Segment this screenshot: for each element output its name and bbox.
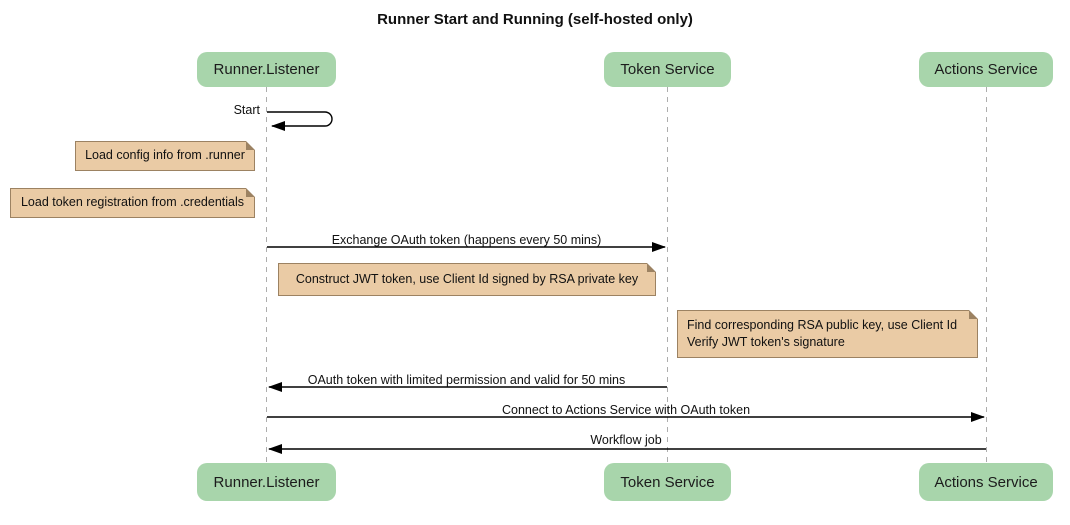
participant-top-actions-service: Actions Service — [919, 52, 1053, 87]
participant-label: Token Service — [620, 61, 715, 78]
arrow-self-start — [267, 111, 333, 131]
note-fold-corner-icon — [246, 141, 255, 150]
message-label-start: Start — [233, 103, 260, 117]
participant-label: Runner.Listener — [213, 473, 320, 491]
participant-top-runner-listener: Runner.Listener — [197, 52, 336, 87]
participant-label: Token Service — [620, 473, 715, 491]
participant-top-token-service: Token Service — [604, 52, 731, 87]
note-fold-corner-icon — [969, 310, 978, 319]
message-label-oauth-return: OAuth token with limited permission and … — [307, 373, 626, 387]
note-text-line1: Find corresponding RSA public key, use C… — [687, 317, 958, 332]
participant-label: Actions Service — [934, 61, 1038, 78]
note-load-token-registration: Load token registration from .credential… — [10, 188, 255, 218]
note-fold-corner-icon — [246, 188, 255, 197]
participant-bottom-runner-listener: Runner.Listener — [197, 463, 336, 501]
note-text: Load config info from .runner — [85, 148, 245, 163]
participant-bottom-token-service: Token Service — [604, 463, 731, 501]
note-load-config: Load config info from .runner — [75, 141, 255, 171]
diagram-title: Runner Start and Running (self-hosted on… — [377, 11, 693, 28]
note-text: Load token registration from .credential… — [20, 195, 245, 210]
participant-label: Runner.Listener — [213, 61, 320, 78]
participant-bottom-actions-service: Actions Service — [919, 463, 1053, 501]
note-fold-corner-icon — [647, 263, 656, 272]
message-label-exchange-oauth: Exchange OAuth token (happens every 50 m… — [331, 233, 602, 247]
message-label-connect: Connect to Actions Service with OAuth to… — [501, 403, 751, 417]
note-text-line2: Verify JWT token's signature — [687, 335, 845, 349]
note-find-rsa-key: Find corresponding RSA public key, use C… — [677, 310, 978, 358]
participant-label: Actions Service — [934, 473, 1038, 491]
message-label-workflow-job: Workflow job — [590, 433, 662, 447]
note-construct-jwt: Construct JWT token, use Client Id signe… — [278, 263, 656, 296]
note-text: Construct JWT token, use Client Id signe… — [295, 271, 639, 286]
